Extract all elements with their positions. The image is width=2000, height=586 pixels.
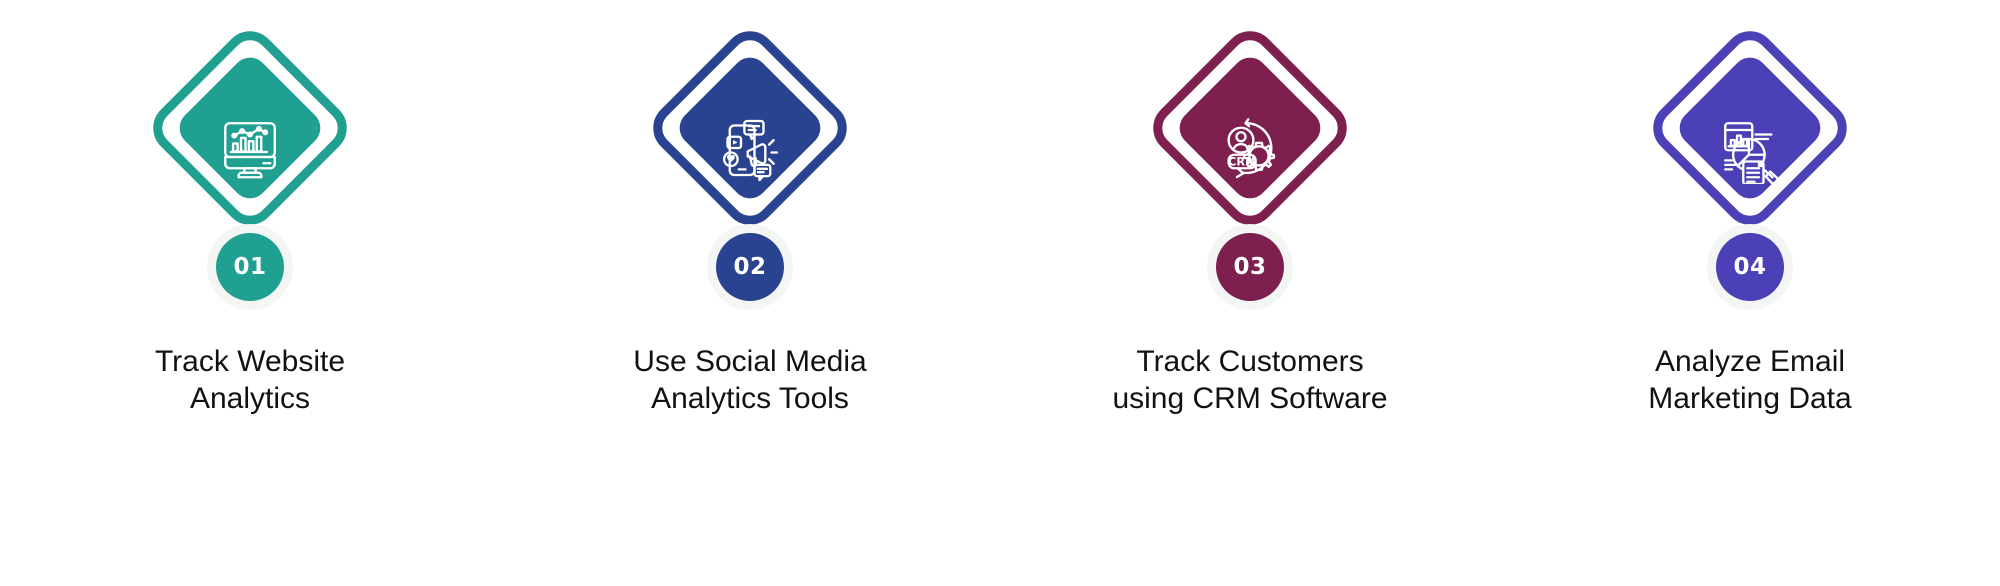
diamond-group-04: 04 xyxy=(1635,20,1865,314)
step-card-04[interactable]: 04 Analyze Email Marketing Data xyxy=(1555,20,1945,417)
step-number-02: 02 xyxy=(733,253,767,280)
step-badge-ring-04: 04 xyxy=(1707,224,1793,310)
diamond-group-03: CRM 03 xyxy=(1135,20,1365,314)
step-caption-04: Analyze Email Marketing Data xyxy=(1648,344,1851,417)
step-caption-02: Use Social Media Analytics Tools xyxy=(633,344,866,417)
step-badge-ring-03: 03 xyxy=(1207,224,1293,310)
step-title-line1-01: Track Website xyxy=(154,345,346,378)
step-card-03[interactable]: CRM 03 Track Customers using CRM Softwar… xyxy=(1055,20,1445,417)
step-title-line2-04: Marketing Data xyxy=(1648,381,1852,415)
step-badge-03: 03 xyxy=(1216,233,1284,301)
step-caption-03: Track Customers using CRM Software xyxy=(1112,344,1387,417)
step-badge-01: 01 xyxy=(216,233,284,301)
step-caption-01: Track Website Analytics xyxy=(155,344,345,417)
step-title-line1-02: Use Social Media xyxy=(633,345,867,378)
step-title-line1-04: Analyze Email xyxy=(1654,345,1846,378)
step-title-line2-02: Analytics Tools xyxy=(651,381,849,415)
step-badge-02: 02 xyxy=(716,233,784,301)
step-title-line1-03: Track Customers xyxy=(1136,345,1364,378)
diamond-group-02: 02 xyxy=(635,20,865,314)
step-badge-ring-02: 02 xyxy=(707,224,793,310)
diamond-group-01: 01 xyxy=(135,20,365,314)
step-title-line2-01: Analytics xyxy=(189,381,311,415)
step-number-01: 01 xyxy=(233,253,267,280)
step-number-04: 04 xyxy=(1733,253,1767,280)
step-card-02[interactable]: 02 Use Social Media Analytics Tools xyxy=(555,20,945,417)
step-number-03: 03 xyxy=(1233,253,1267,280)
step-badge-ring-01: 01 xyxy=(207,224,293,310)
step-card-01[interactable]: 01 Track Website Analytics xyxy=(55,20,445,417)
step-badge-04: 04 xyxy=(1716,233,1784,301)
step-title-line2-03: using CRM Software xyxy=(1112,381,1388,415)
